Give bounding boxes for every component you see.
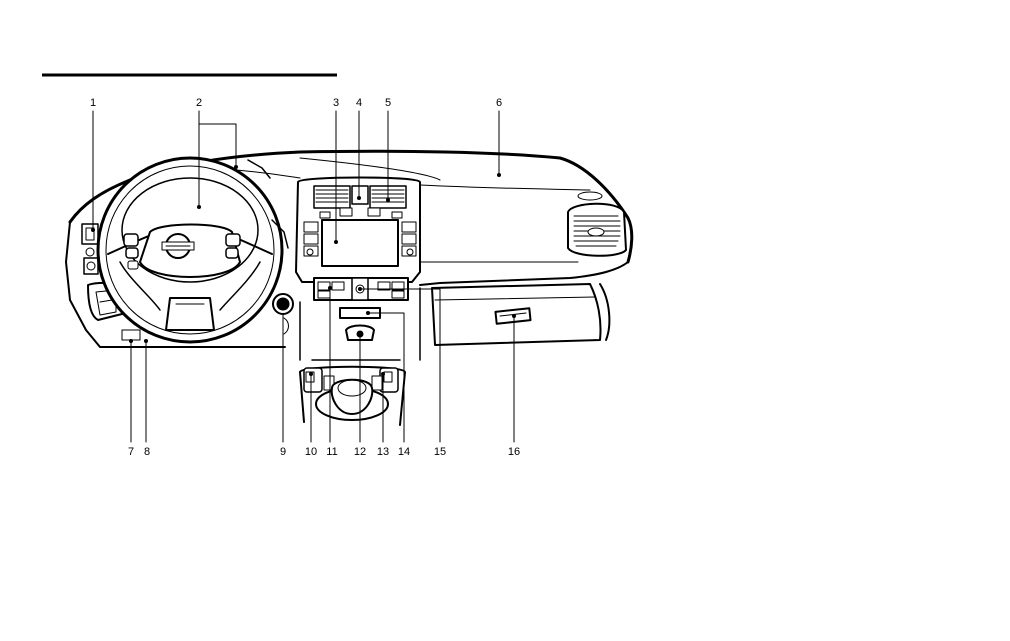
callout-8: 8 (144, 446, 150, 458)
callout-10: 10 (305, 446, 317, 458)
callout-1: 1 (90, 97, 96, 109)
callout-4: 4 (356, 97, 362, 109)
callout-9: 9 (280, 446, 286, 458)
callout-5: 5 (385, 97, 391, 109)
callout-3: 3 (333, 97, 339, 109)
console-and-shifter (300, 360, 405, 425)
callout-16: 16 (508, 446, 520, 458)
callout-11: 11 (326, 446, 337, 458)
callout-6: 6 (496, 97, 502, 109)
hazard-switch (352, 186, 368, 204)
callout-14: 14 (398, 446, 410, 458)
navigation-display (322, 220, 398, 266)
callout-15: 15 (434, 446, 446, 458)
callout-13: 13 (377, 446, 389, 458)
callout-12: 12 (354, 446, 366, 458)
callout-2: 2 (196, 97, 202, 109)
glove-box (432, 284, 609, 345)
center-vent-left (314, 186, 350, 208)
steering-wheel (98, 158, 288, 342)
shift-selector (332, 380, 373, 414)
callouts-bottom: 7 8 9 10 11 12 13 14 15 16 (128, 446, 520, 458)
callouts-top: 1 2 3 4 5 6 (90, 97, 502, 109)
center-stack (296, 178, 420, 283)
callout-7: 7 (128, 446, 134, 458)
